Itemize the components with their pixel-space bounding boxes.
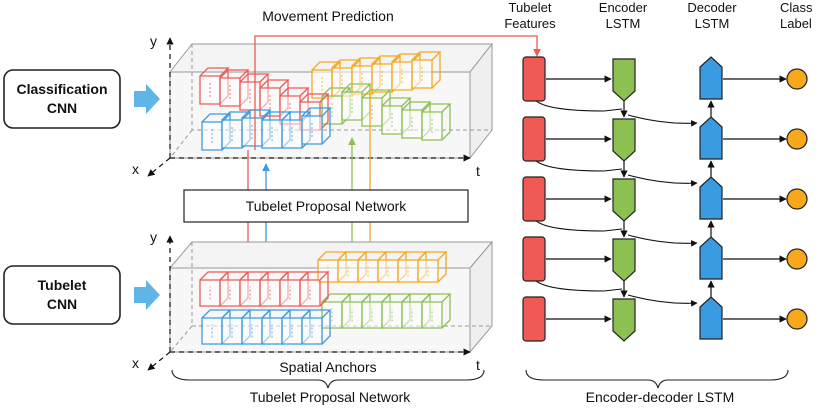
spatial-anchor-tubelets [199,251,452,345]
feature-to-next-encoder-arrow [533,158,623,172]
decoder-lstm-header-line1: Decoder [687,0,737,15]
class-label-node [786,68,808,90]
classification-cnn-label-line2: CNN [47,100,77,116]
anchor-orange-tubelet [317,251,448,283]
class-label-node [786,188,808,210]
top-t-axis-label: t [476,163,480,179]
encoder-lstm-cell [612,58,636,102]
bottom-x-axis-label: x [132,355,139,371]
tubelet-cnn-label-line1: Tubelet [38,277,87,293]
lstm-row [522,296,808,342]
left-brace [171,369,485,389]
encoder-to-decoder-arrow [627,174,698,187]
left-brace-label: Tubelet Proposal Network [250,389,412,405]
tubelet-cnn-box [3,265,121,325]
bottom-t-axis-label: t [476,357,480,373]
anchor-red-tubelet [199,271,330,307]
encoder-lstm-header-line2: LSTM [606,16,641,31]
tubelet-feature-box [522,116,546,162]
tubelet-cnn-label-line2: CNN [47,296,77,312]
tubelet-feature-box [522,236,546,282]
encoder-lstm-cell [612,178,636,222]
top-y-axis-label: y [150,33,157,49]
encoder-to-decoder-arrow [627,114,698,127]
top-green-tubelet [321,83,452,141]
decoder-lstm-header-line2: LSTM [695,16,730,31]
classification-input-arrow [134,84,160,114]
encoder-to-decoder-arrow [627,234,698,247]
decoder-lstm-cell [699,116,723,160]
class-label-node [786,128,808,150]
decoder-lstm-cell [699,176,723,220]
decoder-lstm-cell [699,236,723,280]
top-axes [147,37,471,177]
decoder-lstm-cell [699,296,723,340]
tubelet-input-arrow [134,280,160,310]
class-label-node [786,308,808,330]
lstm-row [522,176,808,247]
movement-prediction-title: Movement Prediction [262,8,394,24]
anchor-green-tubelet [321,293,452,329]
feature-to-next-encoder-arrow [533,218,623,232]
bottom-axes [147,235,471,371]
tubelet-feature-box [522,56,546,102]
encoder-lstm-header-line1: Encoder [599,0,648,15]
encoder-lstm-cell [612,238,636,282]
lstm-row [522,236,808,307]
bottom-y-axis-label: y [150,229,157,245]
encoder-lstm-cell [612,298,636,342]
tubelet-feature-box [522,176,546,222]
decoder-lstm-cell [699,56,723,100]
lstm-row [522,116,808,187]
feature-to-next-encoder-arrow [533,278,623,292]
feature-to-next-encoder-arrow [533,98,623,112]
encoder-to-decoder-arrow [627,294,698,307]
right-brace-label: Encoder-decoder LSTM [586,389,735,405]
tubelet-proposal-network-box-label: Tubelet Proposal Network [246,198,408,214]
right-brace [525,369,789,389]
class-label-node [786,248,808,270]
encoder-lstm-cell [612,118,636,162]
tubelet-features-header-line2: Features [504,16,556,31]
classification-cnn-box [3,69,121,129]
lstm-row [522,56,808,127]
anchor-blue-tubelet [201,309,332,345]
class-label-header-line1: Class [780,0,813,15]
classification-cnn-label-line1: Classification [16,81,107,97]
movement-prediction-arrow [254,35,541,150]
tubelet-proposal-network-box [183,189,469,223]
tubelet-features-header-line1: Tubelet [509,0,552,15]
tubelet-feature-box [522,296,546,342]
class-label-header-line2: Label [780,16,812,31]
top-x-axis-label: x [132,161,139,177]
encoder-decoder-lstm-grid [522,56,808,342]
top-blue-tubelet [201,107,332,151]
top-predicted-tubelets [199,51,452,151]
spatial-anchors-label: Spatial Anchors [279,359,376,375]
